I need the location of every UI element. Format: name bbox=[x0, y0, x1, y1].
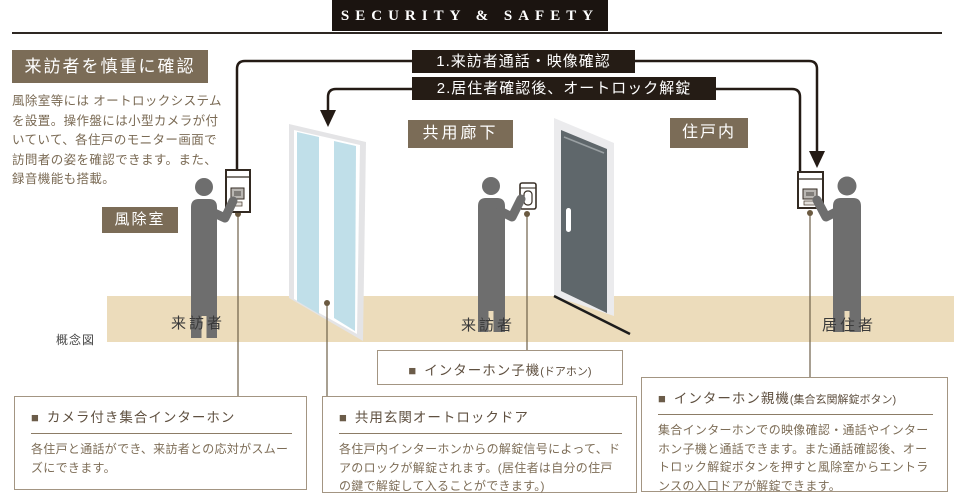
callout-parent-intercom-body: 集合インターホンでの映像確認・通話やインターホン子機と通話できます。また通話確認… bbox=[658, 423, 929, 493]
actor-label-resident: 居住者 bbox=[821, 317, 876, 334]
callout-autolock-door-body: 各住戸内インターホンからの解錠信号によって、ドアのロックが解錠されます。(居住者… bbox=[339, 442, 621, 493]
callout-divider bbox=[339, 433, 622, 434]
callout-title-text: カメラ付き集合インターホン bbox=[46, 410, 236, 425]
actor-label-visitor-corridor: 来訪者 bbox=[460, 317, 515, 334]
step2-right-line bbox=[716, 87, 802, 171]
actor-label-visitor-entrance: 来訪者 bbox=[170, 315, 225, 332]
visitor-figure-entrance bbox=[191, 178, 238, 338]
callout-title-sub: (ドアホン) bbox=[540, 366, 592, 378]
area-label-common-corridor: 共用廊下 bbox=[408, 120, 513, 148]
callout-autolock-door: ■ 共用玄関オートロックドア 各住戸内インターホンからの解錠信号によって、ドアのロ… bbox=[322, 396, 637, 493]
callout-doorphone-title: ■ インターホン子機(ドアホン) bbox=[378, 351, 622, 379]
callout-parent-intercom: ■ インターホン親機(集合玄関解錠ボタン) 集合インターホンでの映像確認・通話やイ… bbox=[641, 377, 948, 493]
flow-step-1: 1.来訪者通話・映像確認 bbox=[412, 50, 635, 73]
diagram-note: 概念図 bbox=[56, 333, 96, 347]
floor-band bbox=[107, 296, 954, 342]
callout-camera-intercom-body: 各住戸と通話ができ、来訪者との応対がスムーズにできます。 bbox=[31, 442, 289, 475]
bullet-square-icon: ■ bbox=[408, 363, 418, 378]
visitor-figure-corridor bbox=[478, 177, 526, 332]
resident-figure bbox=[812, 176, 861, 332]
callout-parent-intercom-title: ■ インターホン親機(集合玄関解錠ボタン) bbox=[642, 378, 947, 407]
callout-doorphone: ■ インターホン子機(ドアホン) bbox=[377, 350, 623, 385]
callout-divider bbox=[31, 433, 292, 434]
area-label-windbreak-room: 風除室 bbox=[102, 207, 178, 233]
intro-heading: 来訪者を慎重に確認 bbox=[12, 50, 208, 83]
leader-lines bbox=[237, 213, 811, 396]
header-rule bbox=[12, 32, 942, 34]
arrow-down-to-parent-intercom-icon bbox=[809, 151, 825, 168]
callout-camera-intercom: ■ カメラ付き集合インターホン 各住戸と通話ができ、来訪者との応対がスムーズにでき… bbox=[14, 396, 307, 490]
door-handle bbox=[566, 208, 571, 232]
callout-title-text: インターホン子機 bbox=[424, 363, 541, 378]
area-label-inside-unit: 住戸内 bbox=[670, 118, 748, 148]
callout-autolock-door-title: ■ 共用玄関オートロックドア bbox=[323, 397, 636, 426]
intro-body-text: 風除室等には オートロックシステムを設置。操作盤には小型カメラが付いていて、各住… bbox=[12, 94, 222, 186]
bullet-square-icon: ■ bbox=[658, 391, 667, 406]
auto-lock-glass-door bbox=[289, 124, 366, 341]
step2-left-line bbox=[326, 87, 412, 110]
arrow-down-to-door-icon bbox=[320, 110, 336, 127]
page-title: SECURITY & SAFETY bbox=[332, 0, 608, 31]
bullet-square-icon: ■ bbox=[339, 410, 348, 425]
callout-title-sub: (集合玄関解錠ボタン) bbox=[789, 394, 897, 406]
callout-title-text: 共用玄関オートロックドア bbox=[354, 410, 529, 425]
callout-camera-intercom-title: ■ カメラ付き集合インターホン bbox=[15, 397, 306, 426]
callout-divider bbox=[658, 414, 933, 415]
callout-title-text: インターホン親機 bbox=[673, 391, 790, 406]
bullet-square-icon: ■ bbox=[31, 410, 40, 425]
step1-right-line bbox=[635, 59, 819, 152]
step1-left-line bbox=[235, 59, 412, 170]
camera-intercom-device-icon bbox=[225, 169, 251, 213]
door-threshold-line bbox=[553, 294, 631, 336]
flow-lines bbox=[235, 59, 819, 171]
unit-entrance-door bbox=[553, 118, 631, 336]
flow-step-2: 2.居住者確認後、オートロック解錠 bbox=[412, 77, 716, 100]
